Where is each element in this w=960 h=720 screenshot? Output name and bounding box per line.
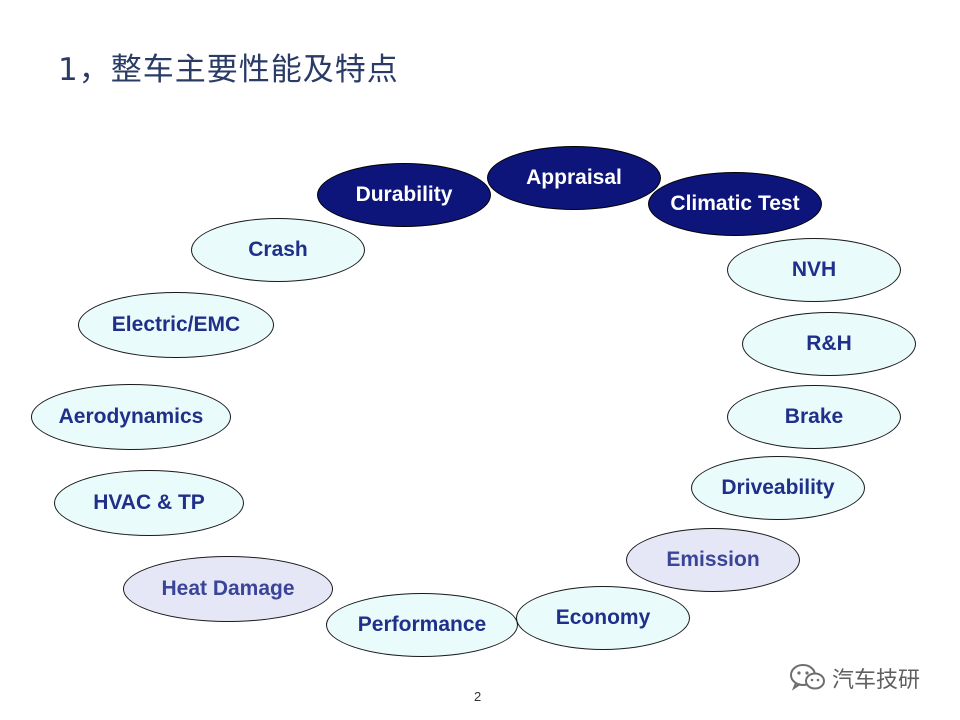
electric-emc-oval: Electric/EMC (78, 292, 274, 358)
hvac-tp-oval: HVAC & TP (54, 470, 244, 536)
aerodynamics-oval: Aerodynamics (31, 384, 231, 450)
performance-oval: Performance (326, 593, 518, 657)
oval-label: Climatic Test (670, 192, 800, 215)
oval-label: Performance (357, 613, 487, 636)
oval-label: Appraisal (526, 166, 622, 189)
oval-label: R&H (806, 332, 852, 355)
crash-oval: Crash (191, 218, 365, 282)
oval-label: Heat Damage (161, 577, 295, 600)
oval-label: Electric/EMC (111, 313, 241, 336)
watermark: 汽车技研 (788, 662, 920, 694)
emission-oval: Emission (626, 528, 800, 592)
climatic-test-oval: Climatic Test (648, 172, 822, 236)
heat-damage-oval: Heat Damage (123, 556, 333, 622)
watermark-text: 汽车技研 (832, 668, 921, 693)
oval-label: Crash (248, 238, 308, 261)
oval-label: Brake (784, 405, 844, 428)
nvh-oval: NVH (727, 238, 901, 302)
r-and-h-oval: R&H (742, 312, 916, 376)
economy-oval: Economy (516, 586, 690, 650)
brake-oval: Brake (727, 385, 901, 449)
oval-label: Aerodynamics (58, 405, 204, 428)
oval-label: NVH (791, 258, 837, 281)
appraisal-oval: Appraisal (487, 146, 661, 210)
slide-title: 1，整车主要性能及特点 (58, 52, 399, 88)
wechat-icon (788, 662, 828, 694)
oval-label: Emission (666, 548, 760, 571)
durability-oval: Durability (317, 163, 491, 227)
driveability-oval: Driveability (691, 456, 865, 520)
oval-label: Durability (355, 183, 453, 206)
oval-label: Economy (555, 606, 651, 629)
oval-label: Driveability (721, 476, 835, 499)
oval-label: HVAC & TP (93, 491, 205, 514)
page-number: 2 (474, 689, 482, 704)
